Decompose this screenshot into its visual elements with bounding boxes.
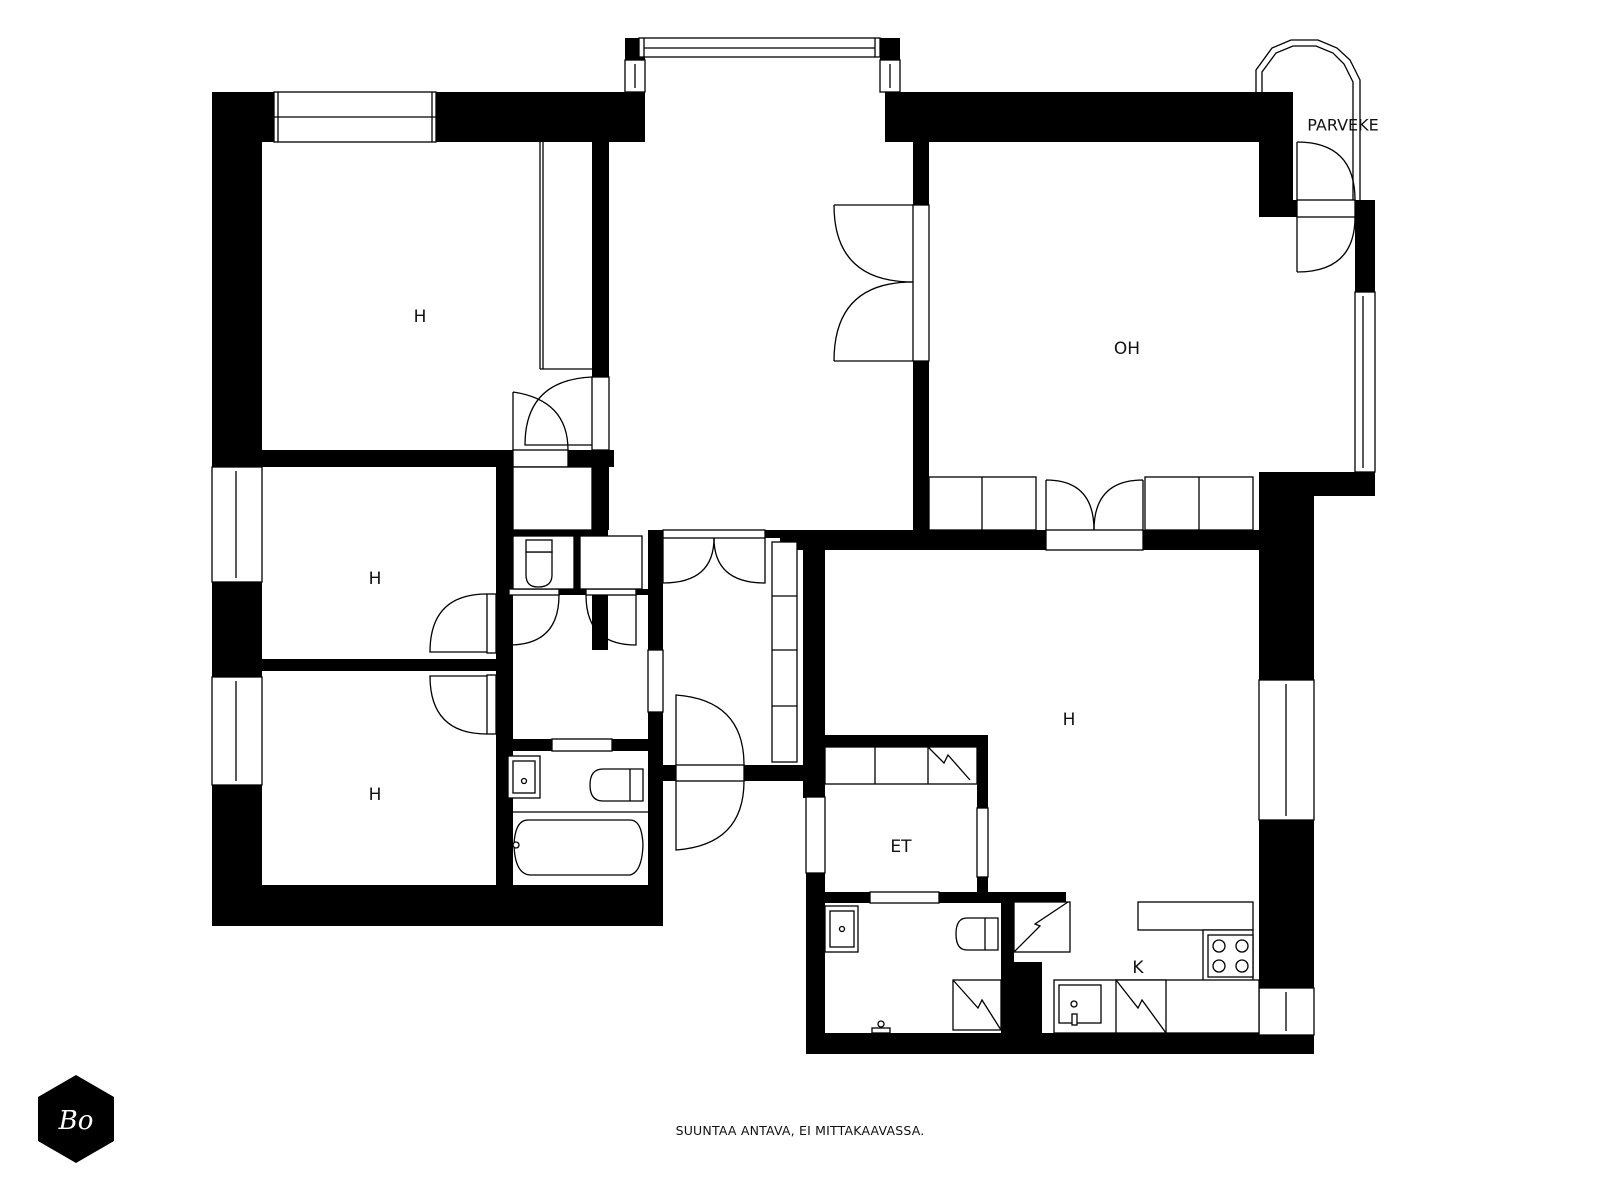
- room-label-entrance: ET: [890, 837, 912, 857]
- cabinets: [512, 466, 1260, 1034]
- doors: [429, 141, 1356, 904]
- windows: [211, 37, 1376, 1036]
- sanitary-fixtures: [507, 535, 999, 1034]
- room-label-bedroom-4: H: [1062, 710, 1076, 730]
- room-label-living-room: OH: [1113, 339, 1141, 359]
- room-label-bedroom-3: H: [368, 785, 382, 805]
- room-label-bedroom-2: H: [368, 569, 382, 589]
- scale-disclaimer: SUUNTAA ANTAVA, EI MITTAKAAVASSA.: [675, 1123, 925, 1138]
- logo-text: Bo: [58, 1106, 94, 1136]
- room-label-bedroom-1: H: [413, 307, 427, 327]
- balcony: [1255, 39, 1375, 211]
- room-label-kitchen: K: [1132, 958, 1144, 978]
- brand-logo: Bo: [38, 1075, 114, 1163]
- room-label-balcony: PARVEKE: [1307, 115, 1379, 135]
